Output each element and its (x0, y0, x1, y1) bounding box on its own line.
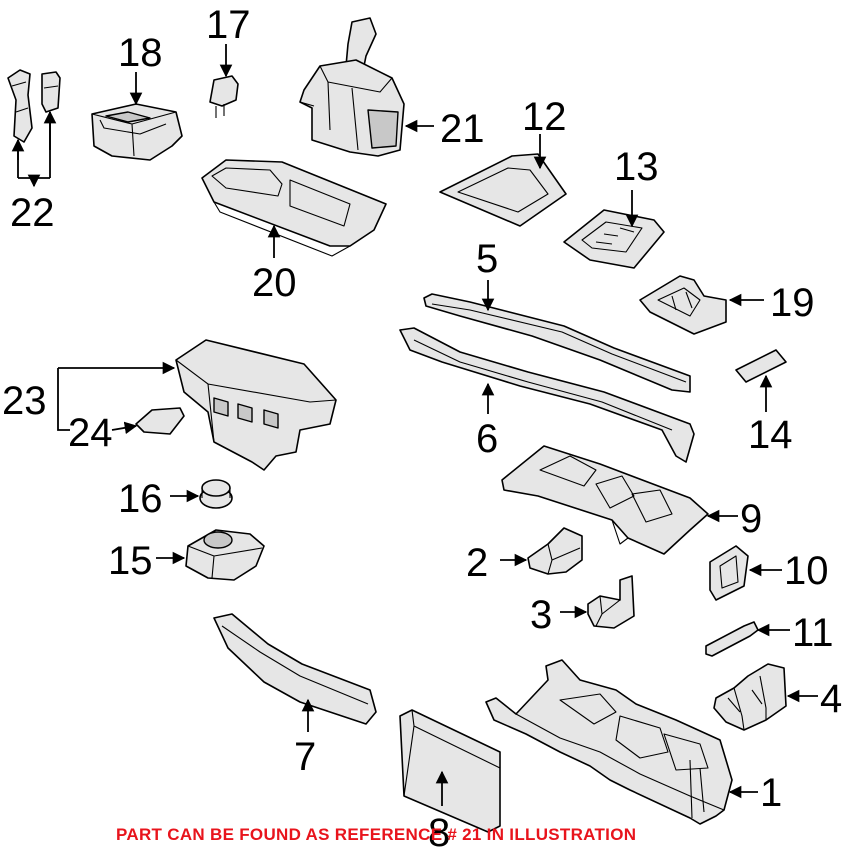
part-18-switch-module (91, 103, 183, 161)
callout-9: 9 (740, 497, 762, 541)
callout-17: 17 (206, 3, 251, 47)
callout-19: 19 (770, 281, 815, 325)
callout-1: 1 (760, 771, 782, 815)
callout-22: 22 (10, 191, 55, 235)
part-12-bezel (439, 153, 567, 227)
part-13-switch-panel (563, 209, 665, 269)
callout-3: 3 (530, 593, 552, 637)
part-14-plate (735, 349, 787, 383)
part-16-knob (199, 479, 233, 509)
part-23-armrest (175, 339, 337, 471)
part-6-lower-rail (399, 327, 695, 463)
reference-caption: PART CAN BE FOUND AS REFERENCE # 21 IN I… (116, 825, 636, 844)
part-3-clip (587, 575, 635, 629)
callout-23: 23 (2, 379, 47, 423)
part-22-trim-pieces (7, 69, 61, 143)
part-2-bracket (527, 527, 583, 575)
leader-22 (11, 110, 57, 186)
callout-15: 15 (108, 539, 153, 583)
callout-20: 20 (252, 261, 297, 305)
callout-7: 7 (294, 735, 316, 779)
callout-14: 14 (748, 413, 793, 457)
part-7-side-trim (213, 613, 377, 725)
callout-12: 12 (522, 95, 567, 139)
callout-13: 13 (614, 145, 659, 189)
leader-23-24 (57, 361, 176, 435)
part-5-upper-rail (423, 293, 691, 393)
callout-21: 21 (440, 107, 485, 151)
callout-11: 11 (792, 611, 834, 655)
part-4-bracket (713, 663, 787, 731)
part-1-console-body (485, 659, 733, 825)
part-8-side-panel (399, 709, 501, 833)
part-20-shifter-trim (201, 159, 387, 257)
part-19-bracket (639, 275, 727, 335)
part-9-console-top (501, 445, 709, 555)
callout-24: 24 (68, 411, 113, 455)
callout-4: 4 (820, 677, 842, 721)
callout-2: 2 (466, 541, 488, 585)
part-11-strip (705, 621, 759, 657)
callout-10: 10 (784, 549, 829, 593)
callout-6: 6 (476, 417, 498, 461)
part-10-clip-cover (709, 545, 749, 601)
part-17-connector (209, 75, 239, 118)
part-24-insert (135, 407, 185, 435)
callout-16: 16 (118, 477, 163, 521)
part-15-controller (185, 529, 265, 581)
callout-5: 5 (476, 237, 498, 281)
callout-8: 8 (428, 811, 450, 850)
part-21-gear-selector (299, 17, 405, 157)
callout-18: 18 (118, 31, 163, 75)
